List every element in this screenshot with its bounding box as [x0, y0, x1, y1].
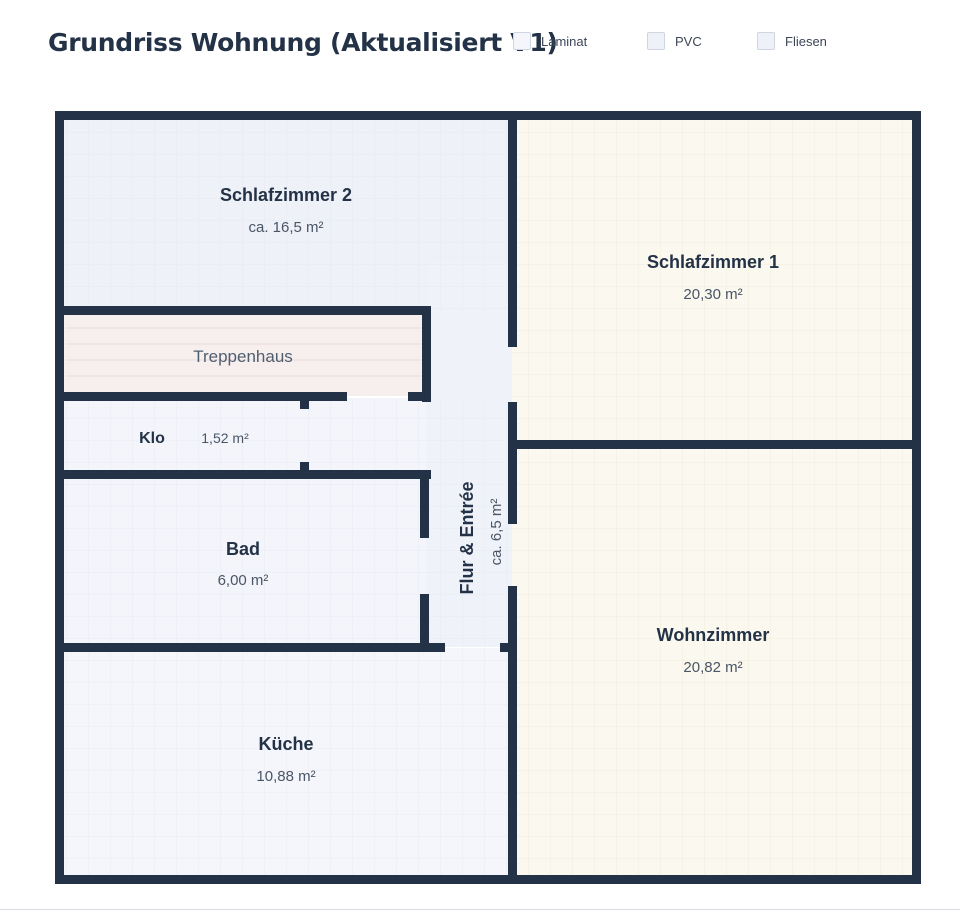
room-name-treppenhaus: Treppenhaus — [193, 347, 293, 366]
legend-item-fliesen: Fliesen — [757, 31, 827, 51]
room-name-flur: Flur & Entrée — [457, 481, 477, 594]
legend-label: PVC — [675, 33, 702, 49]
room-name-klo: Klo — [139, 430, 165, 447]
room-area-bad: 6,00 m² — [218, 572, 269, 589]
divider — [0, 909, 960, 910]
floor-swatch-icon — [647, 32, 665, 50]
legend-label: Fliesen — [785, 33, 827, 49]
walls — [55, 111, 921, 884]
room-area-flur: ca. 6,5 m² — [488, 499, 505, 566]
room-name-kueche: Küche — [258, 734, 313, 754]
floor-swatch-icon — [513, 32, 531, 50]
room-name-schlafzimmer1: Schlafzimmer 1 — [647, 252, 779, 272]
legend-label: Laminat — [541, 33, 588, 49]
legend-item-pvc: PVC — [647, 31, 702, 51]
stair-lines — [66, 327, 422, 377]
room-name-wohnzimmer: Wohnzimmer — [657, 625, 770, 645]
page-title: Grundriss Wohnung (Aktualisiert V1) — [48, 28, 558, 57]
room-area-kueche: 10,88 m² — [256, 768, 315, 785]
legend-item-laminat: Laminat — [513, 31, 587, 51]
room-name-schlafzimmer2: Schlafzimmer 2 — [220, 185, 352, 205]
room-area-schlafzimmer2: ca. 16,5 m² — [248, 219, 323, 236]
room-area-klo: 1,52 m² — [201, 430, 249, 446]
room-name-bad: Bad — [226, 539, 260, 559]
floor-swatch-icon — [757, 32, 775, 50]
room-area-schlafzimmer1: 20,30 m² — [683, 286, 742, 303]
room-area-wohnzimmer: 20,82 m² — [683, 659, 742, 676]
